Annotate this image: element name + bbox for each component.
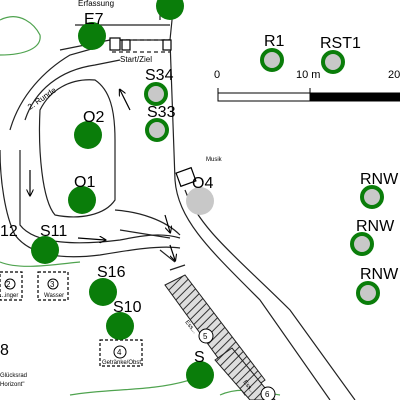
marker-s10-label: S10 xyxy=(113,299,142,316)
erfassung-label: Erfassung xyxy=(78,0,114,8)
marker-s16[interactable]: S16 xyxy=(89,264,126,306)
marker-s-label: S xyxy=(194,349,205,366)
music-label: Musik xyxy=(206,157,223,163)
marker-o1[interactable]: O1 xyxy=(68,174,96,214)
start-box xyxy=(109,37,121,51)
marker-o4[interactable]: O4 xyxy=(186,175,214,215)
stand-boxes xyxy=(0,271,276,400)
marker-o2-label: O2 xyxy=(83,109,104,126)
stand-2-number: 2 xyxy=(6,280,11,289)
horizont-label: Horizont" xyxy=(0,382,24,388)
marker-s[interactable]: S xyxy=(186,349,214,389)
marker-e7[interactable]: E7 xyxy=(78,11,106,50)
green-areas xyxy=(0,16,281,396)
marker-s34[interactable]: S34 xyxy=(144,67,174,106)
marker-rnw-2[interactable]: RNW xyxy=(350,218,395,256)
scale-tick-20: 20 xyxy=(388,69,400,81)
music-box xyxy=(175,166,197,188)
marker-s33-label: S33 xyxy=(147,104,176,121)
markers: E7 R1 RST1 S34 S33 O2 O1 xyxy=(0,0,399,389)
marker-rnw-1-label: RNW xyxy=(360,171,399,188)
marker-s33[interactable]: S33 xyxy=(145,104,176,142)
stand-4-text: Getränke/Obst xyxy=(102,360,141,366)
scale-tick-0: 0 xyxy=(214,69,220,81)
marker-o2[interactable]: O2 xyxy=(74,109,104,149)
paths xyxy=(0,0,356,400)
marker-s11-label: S11 xyxy=(40,223,67,240)
marker-12-label: 12 xyxy=(0,223,18,240)
direction-arrows xyxy=(30,90,175,260)
stand-2-text: ...inger xyxy=(0,293,18,299)
marker-e7-label: E7 xyxy=(84,11,104,28)
marker-r1-label: R1 xyxy=(264,33,285,50)
stand-6-number: 6 xyxy=(265,390,270,399)
stand-4-number: 4 xyxy=(117,348,122,357)
marker-s11[interactable]: S11 xyxy=(31,223,67,264)
marker-rnw-1[interactable]: RNW xyxy=(360,171,399,209)
marker-s16-label: S16 xyxy=(97,264,126,281)
marker-rst1-label: RST1 xyxy=(320,35,361,52)
start-finish-line xyxy=(112,39,170,53)
marker-top[interactable] xyxy=(156,0,184,20)
gluecksrad-label: Glücksrad xyxy=(0,373,27,379)
stand-3-number: 3 xyxy=(50,280,55,289)
marker-s10[interactable]: S10 xyxy=(106,299,142,340)
marker-o1-label: O1 xyxy=(74,174,95,191)
marker-rnw-3-label: RNW xyxy=(360,266,399,283)
marker-12[interactable]: 12 xyxy=(0,223,18,240)
stand-5-number: 5 xyxy=(203,332,208,341)
scale-bar: 0 10 m 20 xyxy=(214,69,400,102)
number-8-label: 8 xyxy=(0,342,9,359)
marker-s34-label: S34 xyxy=(145,67,174,84)
finish-box xyxy=(162,39,172,51)
start-box-2 xyxy=(121,39,131,51)
marker-rnw-3[interactable]: RNW xyxy=(356,266,399,305)
scale-tick-10: 10 m xyxy=(296,69,320,81)
marker-o4-label: O4 xyxy=(192,175,213,192)
marker-rnw-2-label: RNW xyxy=(356,218,395,235)
hatched-stands xyxy=(164,274,276,400)
stand-3-text: Wasser xyxy=(44,293,64,299)
start-ziel-label: Start/Ziel xyxy=(120,55,152,64)
marker-rst1[interactable]: RST1 xyxy=(320,35,361,74)
marker-r1[interactable]: R1 xyxy=(260,33,285,72)
